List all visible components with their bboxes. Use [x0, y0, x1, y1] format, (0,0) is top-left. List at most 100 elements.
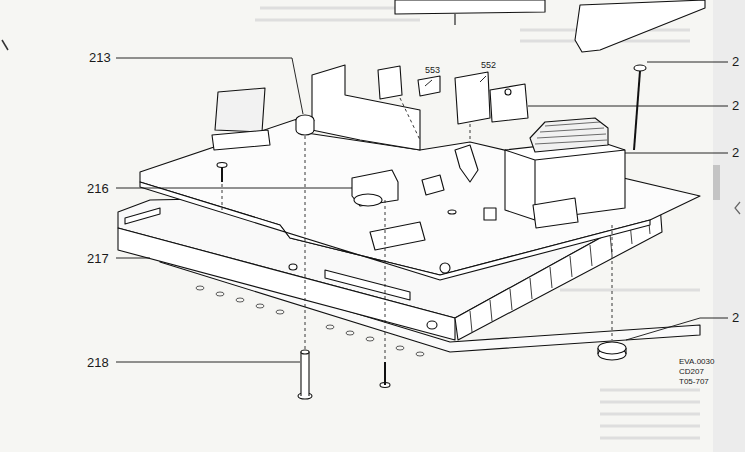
- leader-line: [116, 188, 352, 189]
- fin: [490, 300, 492, 321]
- leader-line: [425, 80, 432, 86]
- callout-number: 217: [86, 252, 110, 265]
- screw-218: [301, 352, 309, 396]
- leader-line: [700, 318, 728, 319]
- screw-shaft: [221, 167, 223, 182]
- callout-number: 213: [88, 51, 112, 64]
- winding: [535, 140, 607, 144]
- text-bar: [600, 413, 700, 416]
- text-bar: [600, 401, 700, 404]
- side-panel: [713, 0, 745, 452]
- coil-winding: [535, 122, 607, 144]
- jack: [440, 263, 450, 273]
- part-number: 552: [480, 61, 497, 70]
- drawing-code: CD207: [678, 368, 705, 376]
- leader-line: [647, 62, 728, 63]
- callout-number: 218: [86, 356, 110, 369]
- leader-lines: [116, 58, 728, 362]
- callout-number: 2: [731, 99, 740, 112]
- upper-board: [395, 0, 545, 14]
- spacer: [296, 120, 314, 135]
- chassis-slot: [325, 270, 410, 300]
- component-553: [378, 66, 402, 99]
- hole: [196, 286, 204, 290]
- part-number: 553: [424, 66, 441, 75]
- screw-tip: [301, 350, 309, 354]
- callout-number: 2: [731, 146, 740, 159]
- fin: [470, 311, 472, 332]
- small-part: [484, 208, 496, 220]
- text-bar: [260, 7, 400, 10]
- winding: [545, 122, 600, 126]
- shield-bracket: [312, 65, 420, 150]
- drawing-code: T05-707: [678, 378, 710, 386]
- hole: [276, 310, 284, 314]
- drawing-code: EVA.0030: [678, 358, 715, 366]
- assembly-lines: [222, 98, 612, 360]
- leader-line: [116, 362, 300, 363]
- callout-number: 2: [731, 311, 740, 324]
- leader-line: [480, 76, 486, 82]
- dash-line: [400, 98, 420, 140]
- transformer-coil: [530, 118, 608, 152]
- heatsink-552: [455, 72, 490, 124]
- hole: [396, 346, 404, 350]
- fin: [590, 245, 592, 266]
- leader-line: [116, 58, 303, 114]
- clip-roll: [354, 194, 382, 206]
- screw-shaft: [634, 71, 640, 150]
- leader-line: [528, 106, 728, 107]
- mount-hole: [505, 89, 511, 95]
- dash-line: [470, 124, 471, 140]
- fin: [550, 267, 552, 288]
- chassis-tab: [125, 208, 160, 224]
- hole: [346, 331, 354, 335]
- bracket-553: [418, 76, 440, 96]
- chassis-hole: [427, 321, 437, 329]
- callout-number: 216: [86, 182, 110, 195]
- plate-holes: [196, 286, 424, 356]
- hole: [416, 352, 424, 356]
- fin: [570, 256, 572, 277]
- screw: [454, 14, 455, 25]
- clip-216: [352, 170, 398, 206]
- dash-line: [612, 225, 613, 340]
- dash-line: [385, 200, 386, 360]
- text-bar: [600, 425, 700, 428]
- fuse-holder: [533, 198, 578, 228]
- hole: [236, 298, 244, 302]
- screw-head: [217, 163, 227, 168]
- screw-shaft: [384, 362, 386, 385]
- hole: [366, 337, 374, 341]
- key-lever: [575, 0, 705, 52]
- socket: [370, 222, 425, 250]
- text-bar: [560, 289, 700, 292]
- fin: [530, 278, 532, 299]
- winding: [540, 128, 604, 132]
- callout-number: 2: [731, 55, 740, 68]
- hole: [326, 325, 334, 329]
- connector: [212, 130, 270, 150]
- regulator-552: [490, 84, 528, 122]
- ribbon-cable: [215, 88, 265, 132]
- text-bar: [600, 437, 700, 440]
- cable-bundle: [455, 145, 478, 182]
- switch: [422, 175, 444, 195]
- chassis-hole: [289, 264, 297, 270]
- leader-line: [625, 153, 728, 154]
- fin: [510, 289, 512, 310]
- leader-line: [626, 318, 700, 340]
- hole: [256, 304, 264, 308]
- text-bar: [600, 389, 700, 392]
- dash-line: [305, 136, 306, 350]
- leader-line: [116, 258, 150, 259]
- hole: [216, 292, 224, 296]
- line-art: [118, 0, 705, 399]
- scroll-arrow: [735, 202, 740, 214]
- margin-mark: [2, 40, 8, 50]
- screw-head: [448, 210, 456, 214]
- text-bar: [255, 19, 420, 22]
- scroll-thumb: [713, 165, 720, 200]
